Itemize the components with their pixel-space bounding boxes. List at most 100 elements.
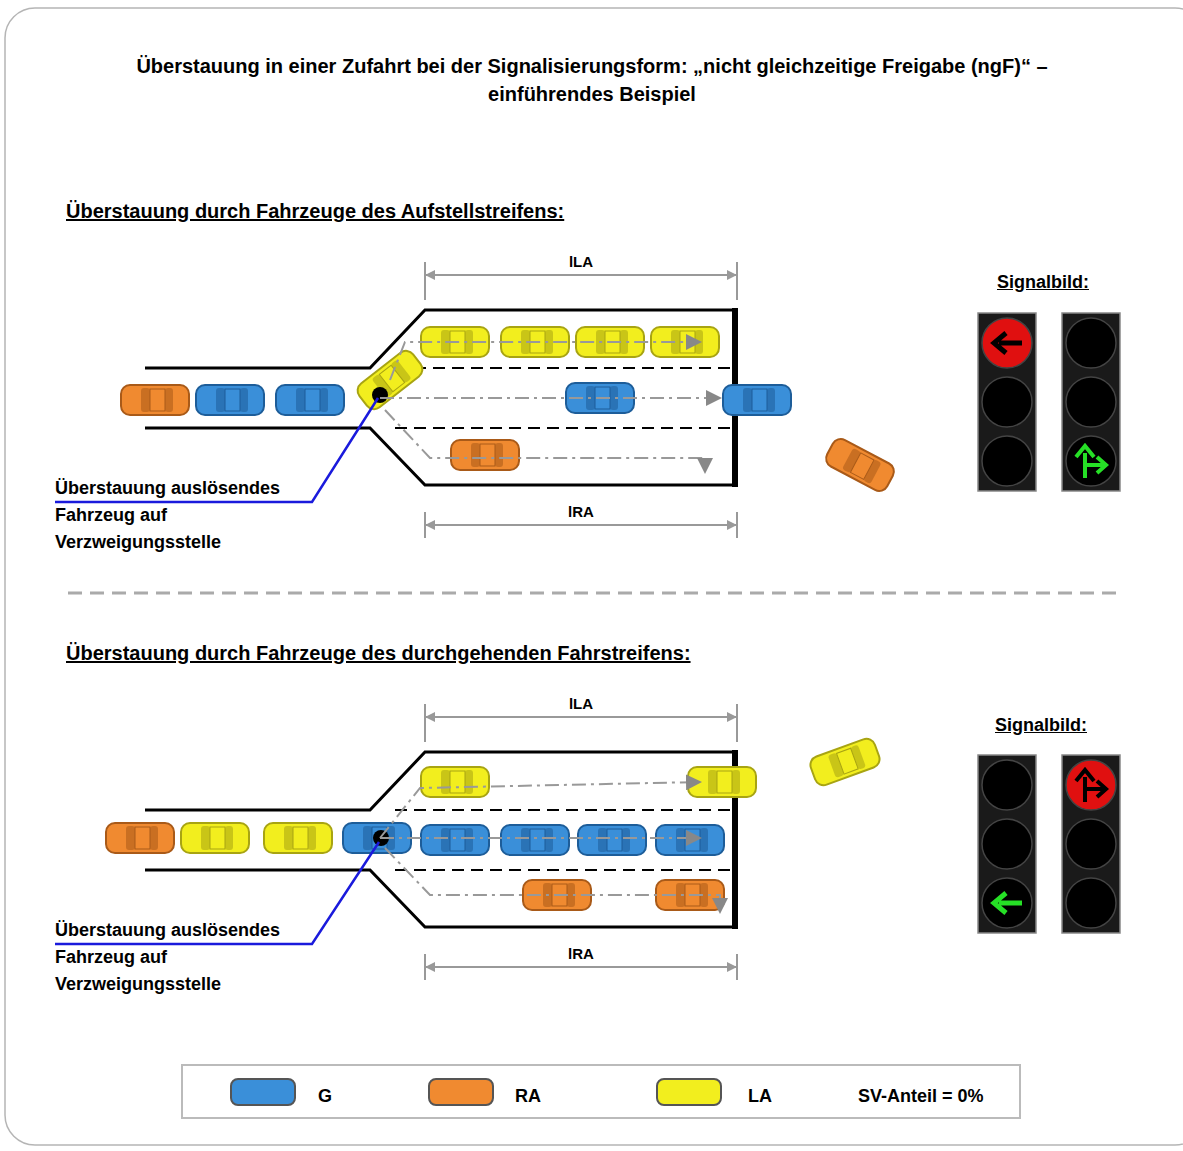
dimension-label: lRA <box>565 945 597 962</box>
dimension-arrow <box>425 270 737 280</box>
dimension-line <box>425 274 737 276</box>
drawing-stroke <box>465 828 473 852</box>
car-symbol <box>196 385 264 415</box>
drawing-stroke <box>150 389 165 411</box>
legend-text: LA <box>748 1086 772 1107</box>
drawing-stroke <box>717 771 732 793</box>
drawing-stroke <box>441 770 450 794</box>
drawing-stroke <box>308 826 316 850</box>
legend-text: G <box>318 1086 332 1107</box>
drawing-stroke <box>240 388 248 412</box>
drawing-stroke <box>126 826 135 850</box>
car-symbol <box>656 825 724 855</box>
drawing-stroke <box>723 385 791 415</box>
legend-swatch <box>428 1078 494 1106</box>
drawing-stroke <box>216 388 225 412</box>
drawing-stroke <box>225 826 233 850</box>
drawing-stroke <box>451 440 519 470</box>
drawing-stroke <box>743 388 752 412</box>
dimension-arrow <box>425 520 737 530</box>
drawing-stroke <box>708 770 717 794</box>
legend-note: SV-Anteil = 0% <box>858 1086 984 1107</box>
drawing-stroke <box>135 827 150 849</box>
legend-swatch <box>230 1078 296 1106</box>
callout-text: Überstauung auslösendes Fahrzeug auf Ver… <box>55 917 330 998</box>
drawing-stroke <box>521 828 530 852</box>
drawing-stroke <box>441 828 450 852</box>
drawing-stroke <box>106 823 174 853</box>
drawing-stroke <box>150 826 158 850</box>
lane-divider <box>395 869 735 871</box>
drawing-stroke <box>363 826 372 850</box>
dimension-arrow <box>425 712 737 722</box>
signal-heading: Signalbild: <box>995 715 1087 736</box>
path-line <box>380 397 720 399</box>
drawing-stroke <box>767 388 775 412</box>
drawing-stroke <box>808 736 882 787</box>
dimension-line <box>736 704 738 742</box>
section-heading: Überstauung durch Fahrzeuge des durchgeh… <box>66 642 691 665</box>
drawing-stroke <box>276 385 344 415</box>
signal-lamp <box>1066 819 1116 869</box>
signal-lamp <box>1066 318 1116 368</box>
signal-lamp <box>982 318 1032 368</box>
lane-divider <box>395 367 735 369</box>
drawing-stroke <box>210 827 225 849</box>
drawing-stroke <box>495 443 503 467</box>
lane-divider <box>395 809 735 811</box>
signal-arrow <box>1076 446 1106 478</box>
drawing-stroke <box>501 825 569 855</box>
signal-lamp <box>982 819 1032 869</box>
drawing-stroke <box>320 388 328 412</box>
dimension-line <box>736 262 738 300</box>
car-symbol <box>106 823 174 853</box>
drawing-stroke <box>450 771 465 793</box>
signal-head <box>1062 755 1120 933</box>
drawing-stroke <box>598 828 607 852</box>
drawing-stroke <box>121 385 189 415</box>
drawing-stroke <box>284 826 293 850</box>
car-symbol <box>421 767 489 797</box>
drawing-stroke <box>622 828 630 852</box>
road-edge <box>145 870 737 927</box>
signal-lamp <box>982 760 1032 810</box>
drawing-stroke <box>850 453 874 479</box>
road-edge <box>145 428 737 485</box>
drawing-stroke <box>823 436 897 494</box>
drawing-stroke <box>465 770 473 794</box>
signal-lamp <box>1066 878 1116 928</box>
drawing-stroke <box>732 770 740 794</box>
signal-lamp <box>982 377 1032 427</box>
signal-lamp <box>1066 436 1116 486</box>
legend-swatch <box>656 1078 722 1106</box>
dimension-line <box>425 966 737 968</box>
signal-lamp <box>982 436 1032 486</box>
car-symbol <box>808 736 882 787</box>
drawing-stroke <box>545 828 553 852</box>
car-symbol <box>181 823 249 853</box>
car-symbol <box>421 825 489 855</box>
car-symbol <box>264 823 332 853</box>
drawing-stroke <box>530 829 545 851</box>
dimension-arrow <box>425 962 737 972</box>
car-symbol <box>121 385 189 415</box>
dimension-label: lLA <box>566 695 596 712</box>
car-symbol <box>578 825 646 855</box>
path-line <box>385 410 705 472</box>
drawing-stroke <box>305 389 320 411</box>
drawing-stroke <box>837 748 859 774</box>
signal-lamp <box>982 878 1032 928</box>
dimension-label: lLA <box>566 253 596 270</box>
dimension-line <box>424 704 426 742</box>
drawing-stroke <box>685 829 700 851</box>
drawing-stroke <box>296 388 305 412</box>
drawing-stroke <box>700 828 708 852</box>
trigger-dot <box>372 387 388 403</box>
car-symbol <box>501 825 569 855</box>
drawing-stroke <box>421 767 489 797</box>
drawing-stroke <box>450 829 465 851</box>
drawing-stroke <box>165 388 173 412</box>
car-symbol <box>823 436 897 494</box>
drawing-stroke <box>141 388 150 412</box>
drawing-stroke <box>201 826 210 850</box>
